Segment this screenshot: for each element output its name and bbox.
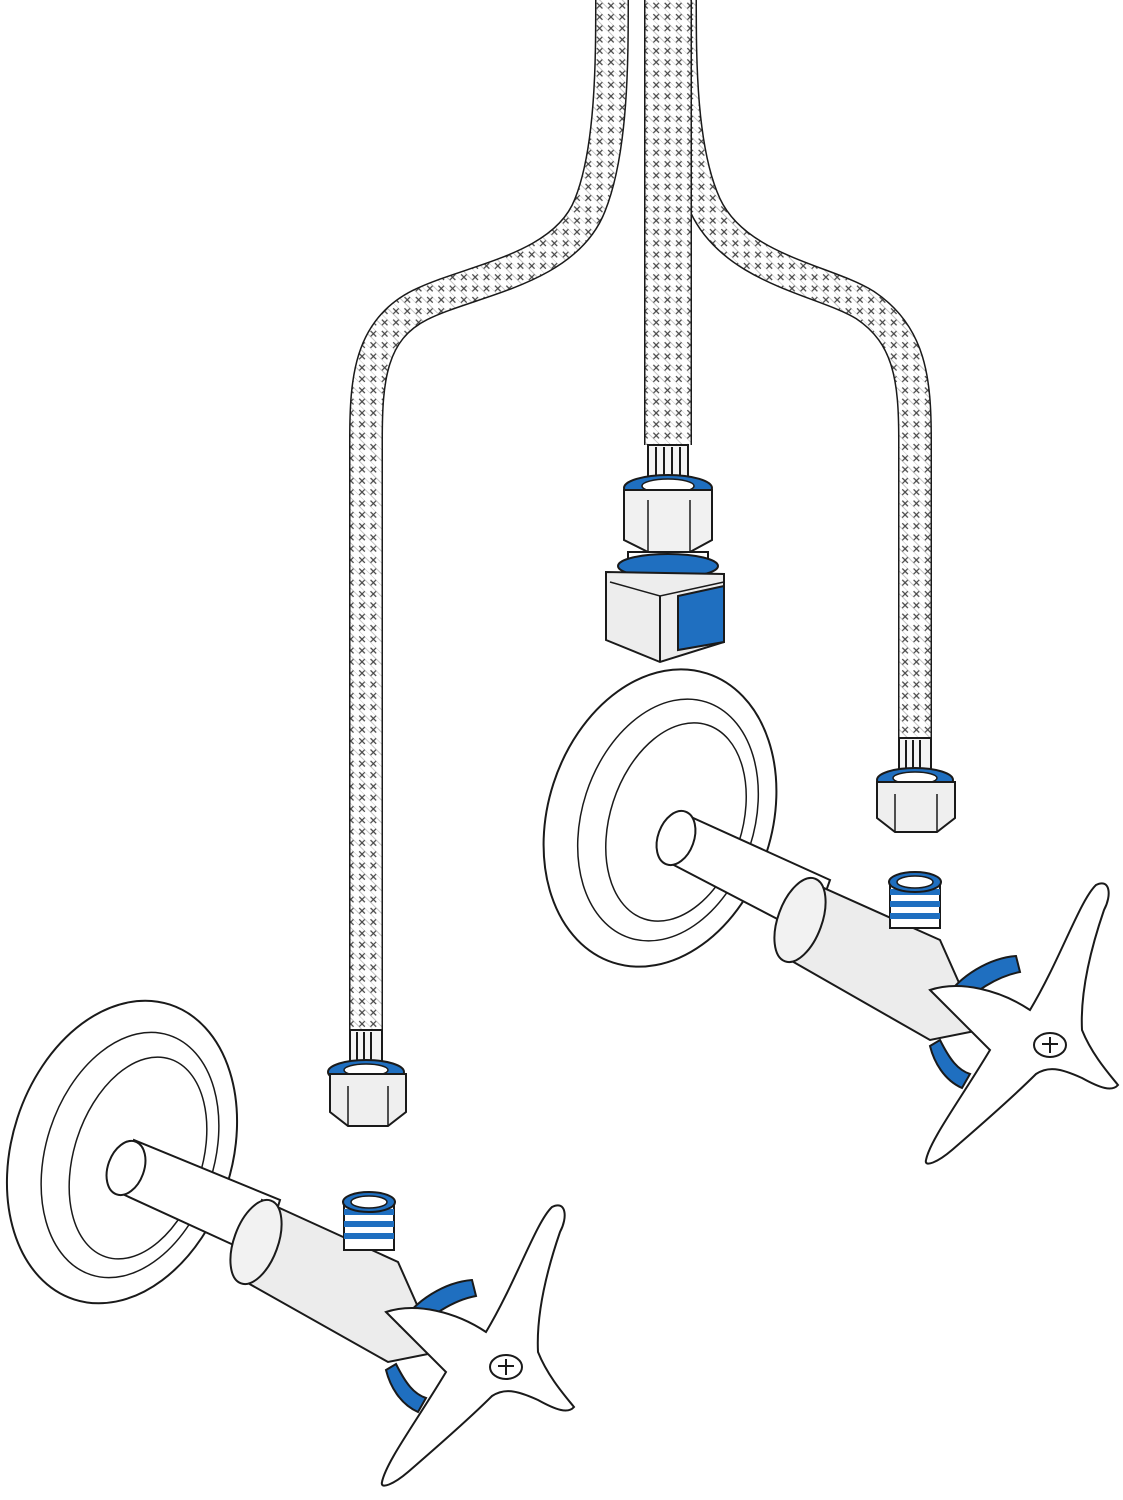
wall-escutcheon-right (542, 668, 778, 968)
coupling-nut-right (876, 737, 956, 833)
compression-nut-fitting (605, 444, 725, 664)
braided-supply-hose-left (349, 0, 629, 1035)
angle-stop-valve-left (105, 1138, 576, 1487)
coupling-nut-left (327, 1029, 407, 1127)
angle-stop-valve-right (655, 809, 1120, 1165)
